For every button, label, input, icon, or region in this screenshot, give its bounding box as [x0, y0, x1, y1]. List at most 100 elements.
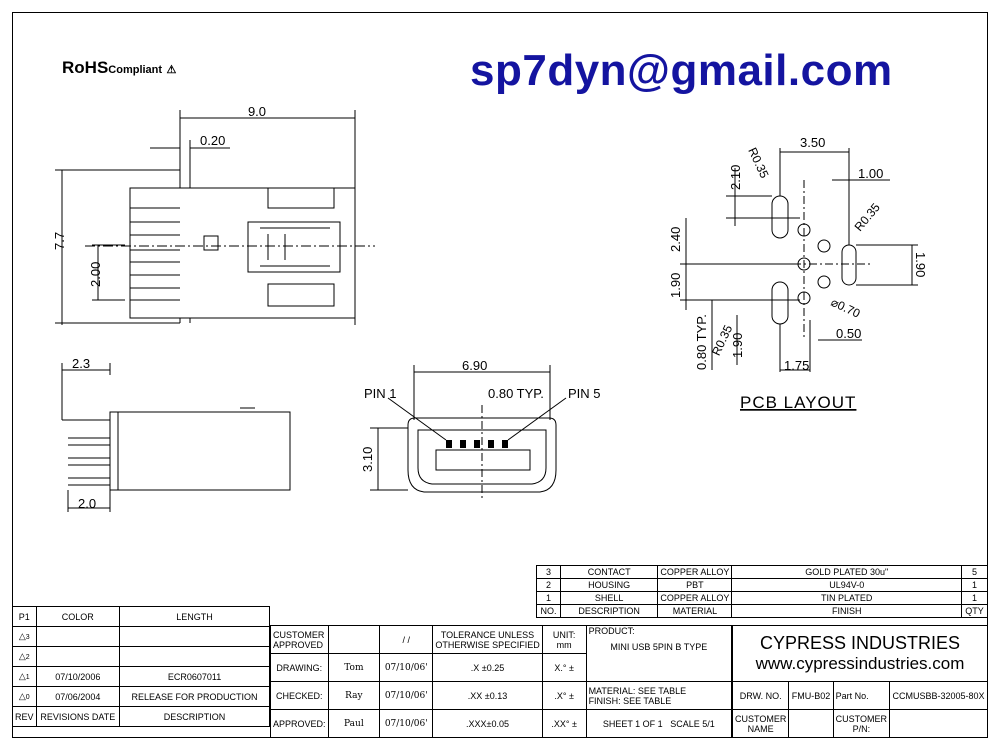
customer-name-label: CUSTOMER NAME	[731, 709, 790, 738]
customer-pn-label: CUSTOMER P/N:	[832, 709, 891, 738]
revision-date: 07/10/2006	[35, 666, 121, 687]
dim-pin-span: 2.00	[88, 262, 103, 287]
revision-marker: △1	[12, 666, 37, 687]
revision-table: P1 COLOR LENGTH △3 △2 △1 07/10/2006 ECR0…	[12, 606, 270, 727]
bill-of-materials: 3 CONTACT COPPER ALLOY GOLD PLATED 30u" …	[536, 565, 988, 618]
header-color: COLOR	[35, 606, 121, 627]
dim-pcb-050: 0.50	[836, 326, 861, 341]
front-view	[370, 365, 567, 500]
customer-pn-value	[889, 709, 988, 738]
rohs-compliant-label: Compliant	[108, 64, 163, 76]
bom-header-qty: QTY	[961, 604, 988, 618]
dim-side-pin: 2.0	[78, 496, 96, 511]
tolerance-1: .X ±0.25	[432, 653, 543, 682]
unit-cell: UNIT:mm	[541, 625, 587, 654]
bom-material: COPPER ALLOY	[657, 565, 733, 579]
company-website: www.cypressindustries.com	[755, 654, 965, 673]
bom-desc: HOUSING	[559, 578, 659, 592]
bom-header-no: NO.	[536, 604, 561, 618]
bom-no: 1	[536, 591, 561, 605]
bom-qty: 1	[961, 578, 988, 592]
revision-row: △0 07/06/2004 RELEASE FOR PRODUCTION	[12, 686, 270, 707]
revision-marker: △0	[12, 686, 37, 707]
bom-header-finish: FINISH	[731, 604, 963, 618]
side-view	[61, 363, 291, 512]
revision-date	[35, 626, 121, 647]
drawing-label: DRAWING:	[270, 653, 329, 682]
bom-row: 2 HOUSING PBT UL94V-0 1	[536, 578, 988, 592]
revision-desc	[119, 626, 270, 647]
bom-finish: UL94V-0	[731, 578, 963, 592]
revision-date: 07/06/2004	[35, 686, 121, 707]
product-cell: PRODUCT:MINI USB 5PIN B TYPE	[585, 625, 733, 682]
angle-tol-3: .XX° ±	[541, 709, 587, 738]
revision-marker: △3	[12, 626, 37, 647]
revision-desc	[119, 646, 270, 667]
dim-pcb-190-right: 1.90	[913, 252, 928, 277]
dim-pcb-width: 3.50	[800, 135, 825, 150]
checked-name: Ray	[327, 681, 381, 710]
header-p1: P1	[12, 606, 37, 627]
sheet-scale-cell: SHEET 1 OF 1 SCALE 5/1	[585, 709, 733, 738]
drawing-date: 07/10/06'	[379, 653, 434, 682]
bom-header-material: MATERIAL	[657, 604, 733, 618]
bom-row: 1 SHELL COPPER ALLOY TIN PLATED 1	[536, 591, 988, 605]
approved-label: APPROVED:	[270, 709, 329, 738]
dim-side-height: 2.3	[72, 356, 90, 371]
customer-approved-sign	[327, 625, 381, 654]
footer-date: REVISIONS DATE	[35, 706, 121, 727]
tolerance-2: .XX ±0.13	[432, 681, 543, 710]
dim-front-height: 3.10	[360, 447, 375, 472]
approved-date: 07/10/06'	[379, 709, 434, 738]
revision-row: △1 07/10/2006 ECR0607011	[12, 666, 270, 687]
rohs-label: RoHS	[62, 58, 109, 77]
top-view	[55, 110, 375, 325]
angle-tol-1: X.° ±	[541, 653, 587, 682]
dim-pcb-190-bottom: 1.90	[730, 333, 745, 358]
drw-no: FMU-B02	[788, 681, 834, 710]
checked-date: 07/10/06'	[379, 681, 434, 710]
bom-no: 2	[536, 578, 561, 592]
rohs-compliant-mark: RoHSCompliant ⚠	[62, 58, 176, 78]
dim-overall-width: 7.7	[52, 232, 67, 250]
pcb-layout-title: PCB LAYOUT	[740, 393, 856, 412]
dim-overall-length: 9.0	[248, 104, 266, 119]
header-length: LENGTH	[119, 606, 270, 627]
revision-desc: ECR0607011	[119, 666, 270, 687]
part-no-label: Part No.	[832, 681, 891, 710]
footer-desc: DESCRIPTION	[119, 706, 270, 727]
revision-row: △2	[12, 646, 270, 667]
bom-header-row: NO. DESCRIPTION MATERIAL FINISH QTY	[536, 604, 988, 618]
label-pin-1: PIN 1	[364, 386, 397, 401]
bom-desc: SHELL	[559, 591, 659, 605]
pcb-layout	[680, 148, 918, 372]
dim-pcb-hole-dia: ⌀0.70	[829, 295, 863, 321]
dim-shell-offset: 0.20	[200, 133, 225, 148]
revision-marker: △2	[12, 646, 37, 667]
tolerance-3: .XXX±0.05	[432, 709, 543, 738]
dim-pcb-080: 0.80 TYP.	[694, 314, 709, 370]
bom-qty: 1	[961, 591, 988, 605]
bom-finish: TIN PLATED	[731, 591, 963, 605]
dim-pcb-radius-b: R0.35	[852, 200, 884, 234]
part-no: CCMUSBB-32005-80X	[889, 681, 988, 710]
dim-pcb-210: 2.10	[728, 165, 743, 190]
dim-pcb-190-left: 1.90	[668, 273, 683, 298]
dim-pcb-175: 1.75	[784, 358, 809, 373]
dim-pcb-240: 2.40	[668, 227, 683, 252]
bom-finish: GOLD PLATED 30u"	[731, 565, 963, 579]
company-name: CYPRESS INDUSTRIES	[759, 633, 961, 653]
bom-desc: CONTACT	[559, 565, 659, 579]
bom-header-desc: DESCRIPTION	[559, 604, 659, 618]
customer-name-value	[788, 709, 834, 738]
angle-tol-2: .X° ±	[541, 681, 587, 710]
revision-date	[35, 646, 121, 667]
drw-no-label: DRW. NO.	[731, 681, 790, 710]
dim-pcb-100: 1.00	[858, 166, 883, 181]
